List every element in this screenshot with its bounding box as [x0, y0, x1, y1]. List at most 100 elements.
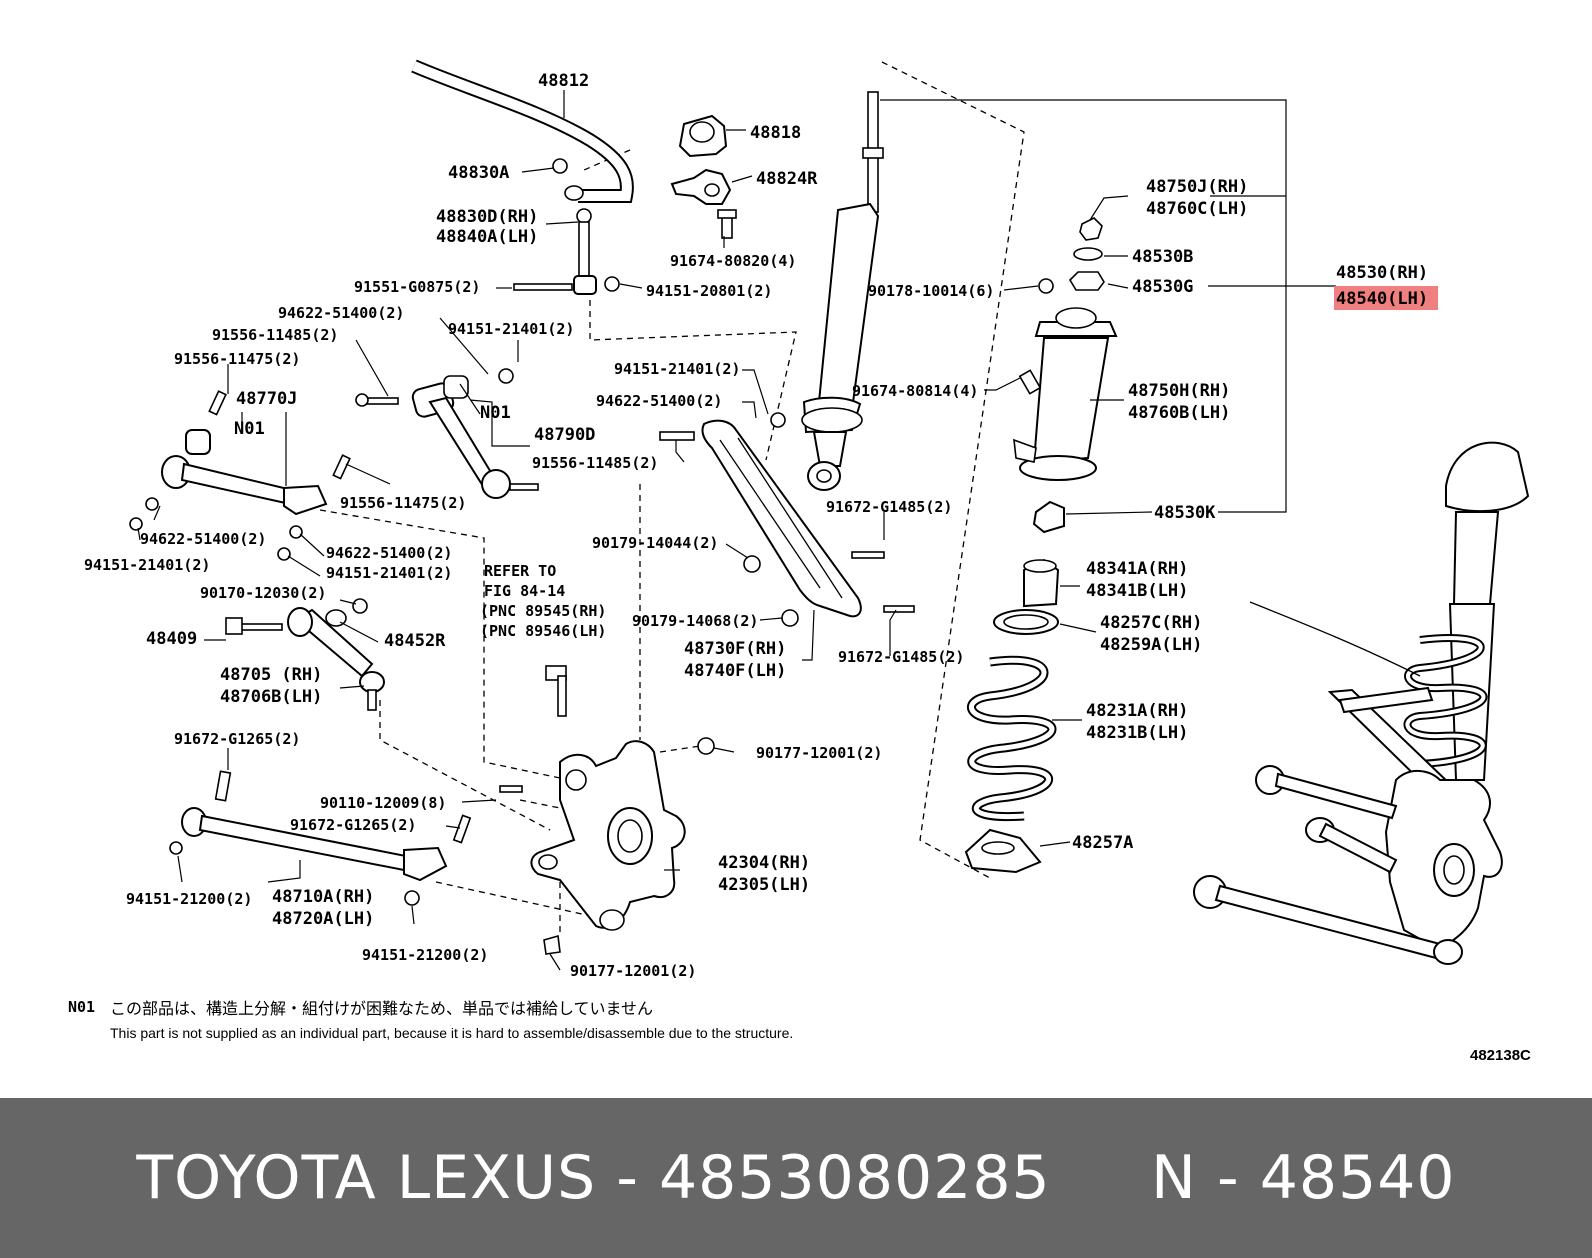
callout-48824R: 48824R: [756, 169, 818, 189]
callout-48760B: 48760B(LH): [1128, 403, 1230, 423]
callout-90179-14068: 90179-14068(2): [632, 612, 758, 630]
callout-91672-G1265-a: 91672-G1265(2): [174, 730, 300, 748]
callout-48706B: 48706B(LH): [220, 687, 322, 707]
footnote-japanese: この部品は、構造上分解・組付けが困難なため、単品では補給していません: [110, 999, 653, 1018]
callout-90170-12030: 90170-12030(2): [200, 584, 326, 602]
callout-48818: 48818: [750, 123, 801, 143]
callout-90177-12001-a: 90177-12001(2): [756, 744, 882, 762]
callout-48830A: 48830A: [448, 163, 509, 183]
callout-94622-51400-b: 94622-51400(2): [140, 530, 266, 548]
callout-48740F: 48740F(LH): [684, 661, 786, 681]
bolt: [513, 276, 620, 292]
callout-48257C: 48257C(RH): [1100, 613, 1202, 633]
assembled-suspension-view: [1193, 441, 1530, 965]
callout-labels: 48812 48818 48830A 48824R 48830D(RH) 488…: [84, 71, 1428, 980]
refer-note-line-1: REFER TO: [484, 562, 556, 580]
axle-carrier-knuckle: [499, 665, 715, 955]
callout-94622-51400-d: 94622-51400(2): [596, 392, 722, 410]
upper-spring-seat: [993, 609, 1059, 635]
callout-90178-10014: 90178-10014(6): [868, 282, 994, 300]
callout-48770J: 48770J: [236, 389, 297, 409]
callout-48720A: 48720A(LH): [272, 909, 374, 929]
callout-91672-G1265-b: 91672-G1265(2): [290, 816, 416, 834]
callout-48705: 48705 (RH): [220, 665, 322, 685]
callout-48530K: 48530K: [1154, 503, 1216, 523]
washer: [1073, 247, 1103, 261]
figure-id: 482138C: [1470, 1047, 1531, 1064]
callout-94151-20801: 94151-20801(2): [646, 282, 772, 300]
callout-48452R: 48452R: [384, 631, 446, 651]
callout-91556-11475-a: 91556-11475(2): [174, 350, 300, 368]
shock-absorber: [801, 91, 884, 491]
toe-control-arm-48452R: [225, 598, 385, 711]
upper-arm-48790D: [355, 368, 539, 499]
callout-48409: 48409: [146, 629, 197, 649]
callout-42305: 42305(LH): [718, 875, 810, 895]
stabilizer-bushing: [678, 114, 728, 158]
callout-N01-b: N01: [480, 403, 511, 423]
bolt: [1018, 369, 1042, 395]
refer-note-line-4: (PNC 89546(LH): [480, 622, 606, 640]
callout-48259A: 48259A(LH): [1100, 635, 1202, 655]
bump-stopper-48530K: [1032, 500, 1065, 534]
callout-48830D: 48830D(RH): [436, 207, 538, 227]
callout-94151-21401-c: 94151-21401(2): [326, 564, 452, 582]
shock-support: [1013, 307, 1118, 481]
callout-94151-21401-d: 94151-21401(2): [614, 360, 740, 378]
callout-48760C: 48760C(LH): [1146, 199, 1248, 219]
callout-42304: 42304(RH): [718, 853, 810, 873]
callout-48341A: 48341A(RH): [1086, 559, 1188, 579]
callout-48750J: 48750J(RH): [1146, 177, 1248, 197]
leader-lines: [137, 90, 1336, 971]
callout-91672-G1485-a: 91672-G1485(2): [826, 498, 952, 516]
callout-N01-a: N01: [234, 419, 265, 439]
callout-94622-51400-a: 94622-51400(2): [278, 304, 404, 322]
nut: [1038, 278, 1054, 294]
callout-91672-G1485-b: 91672-G1485(2): [838, 648, 964, 666]
lower-spring-insulator: [964, 828, 1042, 874]
banner-text: TOYOTA LEXUS - 4853080285 N - 48540: [136, 1143, 1456, 1213]
footnote-english: This part is not supplied as an individu…: [110, 1025, 793, 1041]
nut: [552, 158, 568, 174]
callout-91556-11485-a: 91556-11485(2): [212, 326, 338, 344]
callout-48530-RH: 48530(RH): [1336, 263, 1428, 283]
bound-stopper: [1023, 558, 1060, 608]
callout-48750H: 48750H(RH): [1128, 381, 1230, 401]
cushion-48530G: [1068, 271, 1105, 291]
callout-94151-21401-a: 94151-21401(2): [448, 320, 574, 338]
callout-48710A: 48710A(RH): [272, 887, 374, 907]
stabilizer-bar: [411, 59, 634, 203]
coil-spring: [967, 655, 1057, 822]
callout-94622-51400-c: 94622-51400(2): [326, 544, 452, 562]
upper-arm-48770J: [129, 390, 351, 561]
callout-48812: 48812: [538, 71, 589, 91]
callout-48257A: 48257A: [1072, 833, 1133, 853]
callout-90110-12009: 90110-12009(8): [320, 794, 446, 812]
callout-91551-G0875: 91551-G0875(2): [354, 278, 480, 296]
callout-48840A: 48840A(LH): [436, 227, 538, 247]
bolt: [717, 209, 737, 239]
footnote: N01 この部品は、構造上分解・組付けが困難なため、単品では補給していません T…: [68, 998, 793, 1041]
callout-48341B: 48341B(LH): [1086, 581, 1188, 601]
callout-90179-14044: 90179-14044(2): [592, 534, 718, 552]
callout-90177-12001-b: 90177-12001(2): [570, 962, 696, 980]
upper-nut: [1079, 217, 1103, 241]
stabilizer-link: [573, 208, 597, 295]
callout-48730F: 48730F(RH): [684, 639, 786, 659]
callout-91556-11485-b: 91556-11485(2): [532, 454, 658, 472]
callout-48231A: 48231A(RH): [1086, 701, 1188, 721]
callout-94151-21200-a: 94151-21200(2): [126, 890, 252, 908]
callout-91674-80814: 91674-80814(4): [852, 382, 978, 400]
stabilizer-bracket: [670, 168, 732, 205]
footnote-code: N01: [68, 998, 95, 1016]
callout-91674-80820: 91674-80820(4): [670, 252, 796, 270]
part-number-banner: TOYOTA LEXUS - 4853080285 N - 48540: [0, 1098, 1592, 1258]
callout-48231B: 48231B(LH): [1086, 723, 1188, 743]
callout-91556-11475-b: 91556-11475(2): [340, 494, 466, 512]
callout-48530G: 48530G: [1132, 277, 1193, 297]
callout-94151-21200-b: 94151-21200(2): [362, 946, 488, 964]
refer-note-line-2: FIG 84-14: [484, 582, 565, 600]
callout-48530B: 48530B: [1132, 247, 1193, 267]
callout-48540-LH-target: 48540(LH): [1336, 289, 1428, 309]
